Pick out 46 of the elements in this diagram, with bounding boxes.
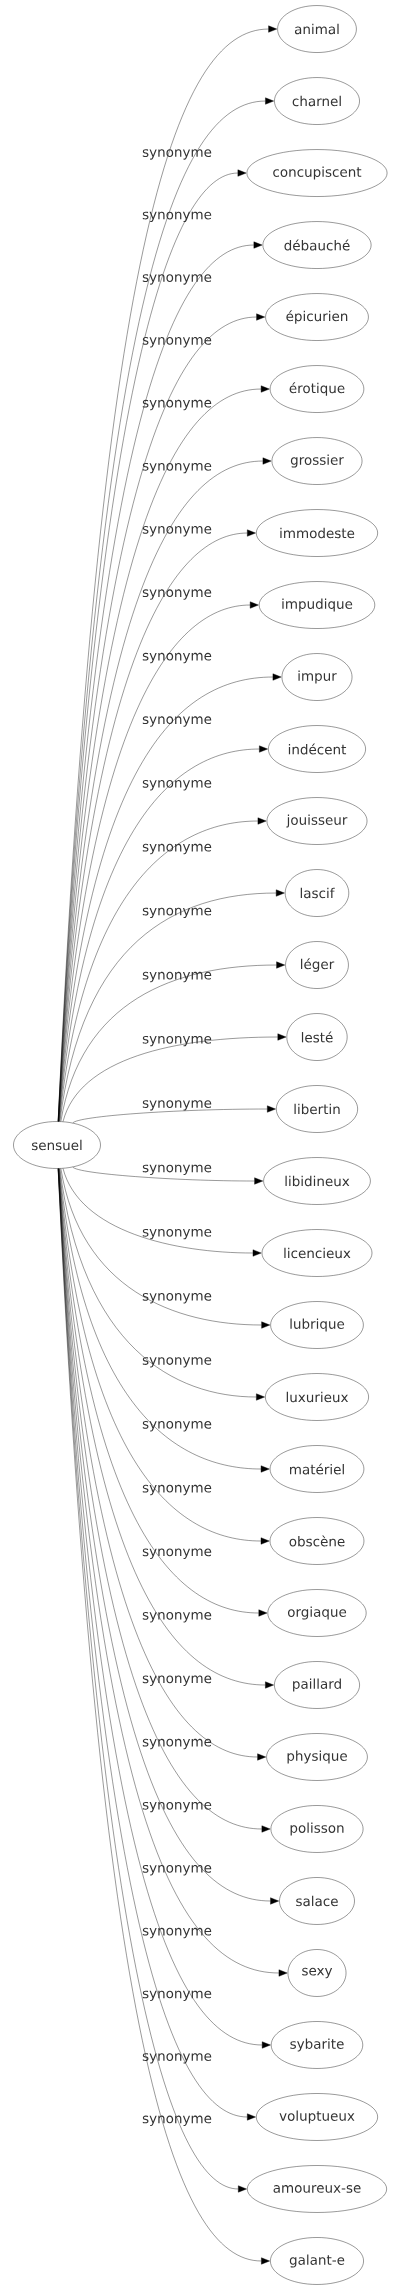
arrow xyxy=(58,1168,274,1689)
arrow xyxy=(58,673,282,1122)
edge-label: synonyme xyxy=(142,971,212,983)
edge-label: synonyme xyxy=(142,843,212,855)
arrow xyxy=(60,1168,271,1329)
edge-label: synonyme xyxy=(142,1421,212,1432)
edge-label: synonyme xyxy=(142,2115,212,2126)
arrow xyxy=(59,1168,265,1401)
edge-label: synonyme xyxy=(142,399,212,411)
edge-label: synonyme xyxy=(142,1035,212,1047)
edge-label: synonyme xyxy=(142,907,212,919)
edge-label: synonyme xyxy=(142,1801,212,1813)
edge-label: synonyme xyxy=(142,2053,212,2064)
edge-label: synonyme xyxy=(142,716,212,727)
arrow xyxy=(57,1168,270,2265)
edge-label: synonyme xyxy=(142,1228,212,1240)
edge-label: synonyme xyxy=(142,1612,212,1623)
edge-label: synonyme xyxy=(142,1927,212,1939)
edge-label: synonyme xyxy=(142,1293,212,1304)
arrow xyxy=(62,1168,262,1257)
edge-label: synonyme xyxy=(142,780,212,791)
edge-label: synonyme xyxy=(142,149,212,160)
edge-label: synonyme xyxy=(142,1357,212,1368)
edge-label: synonyme xyxy=(142,1164,212,1175)
edge-label: synonyme xyxy=(142,1675,212,1686)
edge-label: synonyme xyxy=(142,652,212,664)
edge-label: synonyme xyxy=(142,1990,212,2001)
edge-label: synonyme xyxy=(142,1548,212,1559)
edge-label: synonyme xyxy=(142,1484,212,1496)
edge-label: synonyme xyxy=(142,589,212,600)
arrow xyxy=(72,1105,276,1124)
edge-label: synonyme xyxy=(142,1100,212,1111)
edge-label: synonyme xyxy=(142,526,212,537)
arrow xyxy=(60,961,285,1122)
arrow xyxy=(59,817,267,1122)
arrow xyxy=(62,1033,287,1122)
edge-label: synonyme xyxy=(142,274,212,285)
edge-label: synonyme xyxy=(142,1865,212,1876)
edge-label: synonyme xyxy=(142,211,212,223)
edge-label: synonyme xyxy=(142,462,212,474)
arrow xyxy=(58,1168,268,1617)
arrow xyxy=(58,745,268,1122)
arrow xyxy=(59,889,285,1122)
edge-label: synonyme xyxy=(142,337,212,348)
arrow xyxy=(72,1166,263,1185)
edge-label: synonyme xyxy=(142,1738,212,1750)
